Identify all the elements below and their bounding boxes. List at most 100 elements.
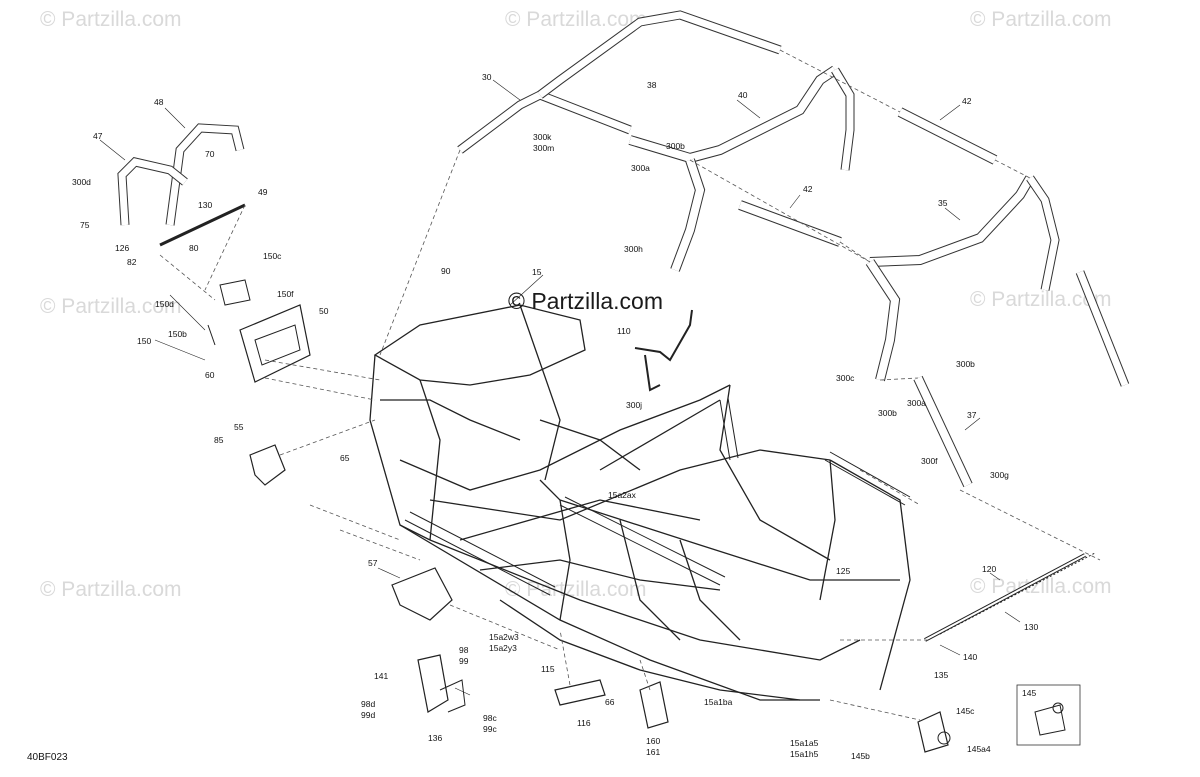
mount-57 — [391, 567, 453, 621]
bar-47 — [117, 157, 188, 226]
part-label: 300m — [533, 143, 555, 153]
label-leaders — [99, 79, 1021, 696]
pillar-left — [670, 158, 706, 272]
inset-label: 145 — [1022, 688, 1037, 698]
part-label: 98c — [483, 713, 497, 723]
part-label: 98d — [361, 699, 376, 709]
part-label: 161 — [646, 747, 661, 757]
part-label: 15a1a5 — [790, 738, 819, 748]
part-label: 80 — [189, 243, 199, 253]
part-label: 85 — [214, 435, 224, 445]
part-label: 300d — [72, 177, 91, 187]
part-label: 49 — [258, 187, 268, 197]
part-label: 150 — [137, 336, 152, 346]
part-label: 37 — [967, 410, 977, 420]
hitch-145 — [917, 711, 951, 753]
part-label: 15a2y3 — [489, 643, 517, 653]
part-label: 15a2ax — [608, 490, 636, 500]
part-label: 150d — [155, 299, 174, 309]
part-label: 99 — [459, 656, 469, 666]
roll-bar-42-mid — [738, 200, 842, 247]
part-label: 150c — [263, 251, 282, 261]
part-label: 50 — [319, 306, 329, 316]
part-label: 15a1h5 — [790, 749, 819, 759]
part-label: 160 — [646, 736, 661, 746]
part-label: 300b — [956, 359, 975, 369]
part-label: 99c — [483, 724, 497, 734]
part-label: 150f — [277, 289, 294, 299]
part-label: 30 — [482, 72, 492, 82]
part-label: 145a4 — [967, 744, 991, 754]
part-label: 15a1ba — [704, 697, 733, 707]
watermark: © Partzilla.com — [970, 288, 1112, 311]
part-label: 70 — [205, 149, 215, 159]
bracket-110 — [634, 309, 693, 392]
roll-bar-40 — [628, 65, 855, 171]
part-label: 145b — [851, 751, 870, 761]
inset-145-box — [1016, 684, 1081, 746]
roll-bar-35 — [865, 175, 1060, 382]
part-label: 126 — [115, 243, 130, 253]
part-label: 300f — [921, 456, 938, 466]
watermark: © Partzilla.com — [40, 295, 182, 318]
diagram-code: 40BF023 — [27, 752, 68, 763]
part-label: 141 — [374, 671, 389, 681]
roll-bar-front — [457, 10, 782, 154]
part-label: 130 — [198, 200, 213, 210]
frame-tubes — [404, 397, 911, 596]
mount-141 — [417, 654, 466, 713]
bracket-150 — [207, 279, 251, 346]
watermark: © Partzilla.com — [40, 8, 182, 31]
part-label: 140 — [963, 652, 978, 662]
part-label: 90 — [441, 266, 451, 276]
part-label: 115 — [541, 664, 555, 674]
part-label: 60 — [205, 370, 215, 380]
mount-55 — [249, 444, 286, 486]
part-label: 110 — [617, 326, 631, 336]
watermark: © Partzilla.com — [40, 578, 182, 601]
bar-120 — [924, 553, 1086, 642]
watermark: © Partzilla.com — [970, 575, 1112, 598]
part-label: 42 — [803, 184, 813, 194]
part-label: 300c — [836, 373, 855, 383]
part-label: 82 — [127, 257, 137, 267]
part-label: 15a2w3 — [489, 632, 519, 642]
part-label: 65 — [340, 453, 350, 463]
part-label: 300k — [533, 132, 552, 142]
part-label: 38 — [647, 80, 657, 90]
rear-strut-right — [1075, 270, 1130, 387]
part-label: 300a — [907, 398, 926, 408]
part-label: 99d — [361, 710, 376, 720]
part-label: 130 — [1024, 622, 1039, 632]
part-label: 120 — [982, 564, 997, 574]
part-label: 57 — [368, 558, 378, 568]
watermark: © Partzilla.com — [970, 8, 1112, 31]
bracket-116 — [554, 679, 606, 706]
bracket-160 — [639, 681, 669, 729]
partzilla-brand-watermark: © Partzilla.com — [508, 288, 663, 314]
part-label: 145c — [956, 706, 975, 716]
part-label: 40 — [738, 90, 748, 100]
part-label: 48 — [154, 97, 164, 107]
roll-bar-42-top — [897, 107, 998, 165]
part-label: 35 — [938, 198, 948, 208]
part-label: 300g — [990, 470, 1009, 480]
main-frame — [369, 304, 911, 701]
part-label: 136 — [428, 733, 443, 743]
part-label: 15 — [532, 267, 542, 277]
part-label: 300a — [631, 163, 650, 173]
part-label: 300h — [624, 244, 643, 254]
part-label: 300j — [626, 400, 643, 410]
part-label: 55 — [234, 422, 244, 432]
part-label: 135 — [934, 670, 949, 680]
bracket-50 — [239, 304, 311, 383]
part-label: 300b — [666, 141, 685, 151]
part-label: 75 — [80, 220, 90, 230]
part-label: 47 — [93, 131, 103, 141]
part-label: 125 — [836, 566, 851, 576]
leader-lines — [159, 49, 1101, 721]
part-label: 66 — [605, 697, 615, 707]
inset-145-hitch — [1034, 702, 1066, 736]
